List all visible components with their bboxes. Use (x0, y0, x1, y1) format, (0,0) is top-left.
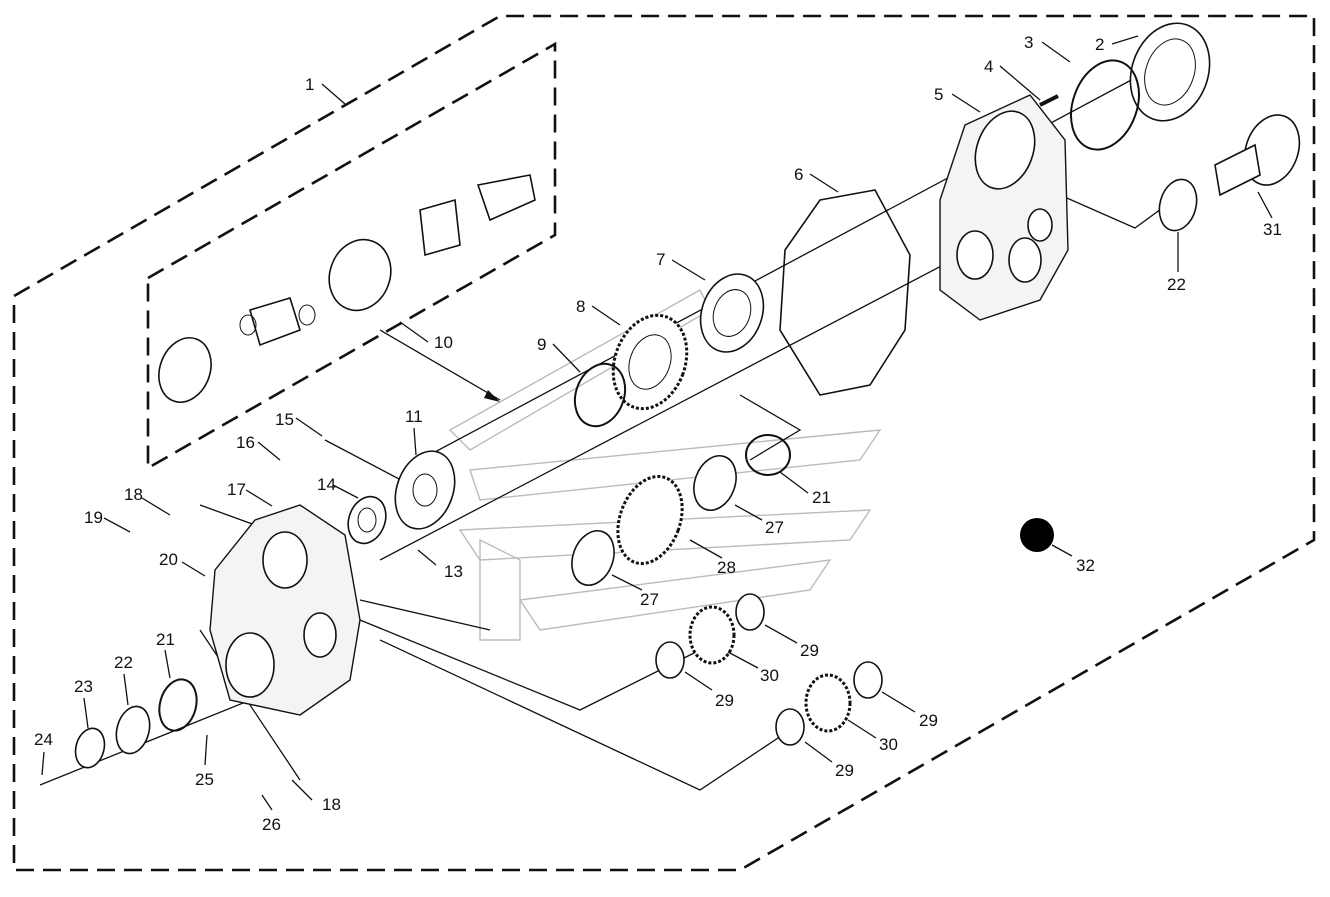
callout-9: 9 (537, 335, 546, 354)
callout-labels: 1 2 3 4 5 6 7 8 9 10 11 13 14 15 16 17 1… (34, 33, 1282, 834)
callout-18a: 18 (124, 485, 143, 504)
callout-15: 15 (275, 410, 294, 429)
part-17-cover (209, 504, 361, 716)
part-5-housing (939, 94, 1069, 321)
part-7-bearing (699, 273, 765, 353)
callout-29b: 29 (715, 691, 734, 710)
callout-4: 4 (984, 57, 993, 76)
callout-6: 6 (794, 165, 803, 184)
callout-32: 32 (1076, 556, 1095, 575)
callout-21a: 21 (156, 630, 175, 649)
part-4-bolt (1039, 94, 1059, 107)
part-3-ring (1070, 59, 1140, 151)
callout-7: 7 (656, 250, 665, 269)
callout-11: 11 (405, 407, 423, 426)
part-23-washer (74, 727, 106, 769)
callout-10: 10 (434, 333, 453, 352)
callout-20: 20 (159, 550, 178, 569)
callout-2: 2 (1095, 35, 1104, 54)
assembly-boundary (12, 14, 1316, 872)
callout-28: 28 (717, 558, 736, 577)
part-10-flange-group (158, 174, 536, 403)
callout-22a: 22 (114, 653, 133, 672)
callout-1: 1 (305, 75, 314, 94)
callout-30b: 30 (879, 735, 898, 754)
callout-23: 23 (74, 677, 93, 696)
part-11-flange (394, 450, 456, 530)
part-29-bearings (655, 593, 883, 746)
part-28-gear (616, 474, 684, 566)
callout-21b: 21 (812, 488, 831, 507)
callout-8: 8 (576, 297, 585, 316)
callout-18b: 18 (322, 795, 341, 814)
callout-leaders (41, 35, 1273, 811)
part-9-ring (573, 362, 627, 428)
part-32-dot (1020, 518, 1054, 552)
subassembly-boundary (146, 41, 557, 471)
part-14-bearing (347, 495, 387, 545)
callout-3: 3 (1024, 33, 1033, 52)
callout-27b: 27 (640, 590, 659, 609)
callout-5: 5 (934, 85, 943, 104)
callout-17: 17 (227, 480, 246, 499)
callout-13: 13 (444, 562, 463, 581)
callout-25: 25 (195, 770, 214, 789)
callout-24: 24 (34, 730, 53, 749)
callout-29d: 29 (835, 761, 854, 780)
part-30-gears (688, 605, 852, 733)
part-2-seal (1129, 22, 1211, 122)
callout-29c: 29 (919, 711, 938, 730)
callout-14: 14 (317, 475, 336, 494)
callout-27a: 27 (765, 518, 784, 537)
watermark-logo (448, 289, 882, 641)
arrow-head (484, 390, 500, 402)
callout-30a: 30 (760, 666, 779, 685)
part-8-gear (611, 313, 689, 411)
callout-26: 26 (262, 815, 281, 834)
part-6-gasket (779, 189, 911, 396)
part-27-bearing (571, 455, 737, 586)
part-22-seal (115, 178, 1198, 755)
callout-31: 31 (1263, 220, 1282, 239)
callout-16: 16 (236, 433, 255, 452)
callout-22b: 22 (1167, 275, 1186, 294)
part-31-shaft (1214, 114, 1301, 197)
callout-29a: 29 (800, 641, 819, 660)
callout-19: 19 (84, 508, 103, 527)
part-21-ring (158, 434, 791, 732)
